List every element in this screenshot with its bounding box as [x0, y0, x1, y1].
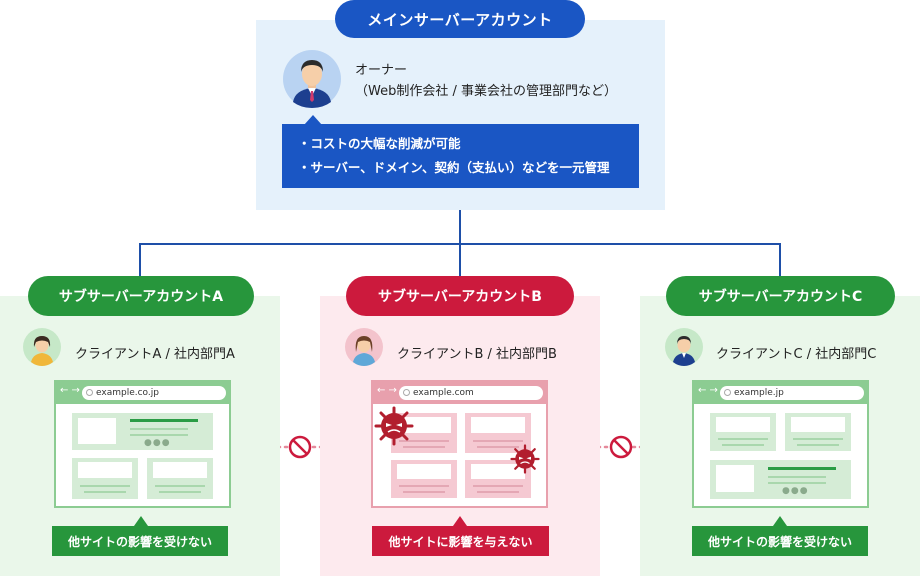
content-block	[391, 460, 457, 498]
note-c: 他サイトの影響を受けない	[692, 526, 868, 556]
owner-benefits-box: ・コストの大幅な削減が可能 ・サーバー、ドメイン、契約（支払い）などを一元管理	[282, 124, 639, 188]
content-block: ●●●	[710, 460, 851, 499]
browser-b-url: example.com	[413, 388, 474, 398]
note-a: 他サイトの影響を受けない	[52, 526, 228, 556]
note-a-pointer	[134, 516, 148, 526]
carousel-dots: ●●●	[782, 486, 809, 496]
content-block	[465, 413, 531, 453]
no-entry-icon	[288, 435, 312, 459]
client-a-name: クライアントA / 社内部門A	[75, 347, 235, 362]
content-block	[785, 413, 851, 451]
owner-avatar-icon	[283, 50, 341, 108]
owner-description: オーナー （Web制作会社 / 事業会社の管理部門など）	[355, 60, 617, 102]
browser-a-url: example.co.jp	[96, 388, 159, 398]
browser-b-url-bar: example.com	[399, 386, 543, 400]
browser-c-toolbar: ← → example.jp	[694, 382, 867, 404]
virus-icon	[374, 406, 414, 446]
browser-nav-arrows: ← →	[60, 385, 80, 396]
owner-box-pointer	[304, 115, 322, 125]
search-icon	[403, 389, 410, 396]
owner-examples: （Web制作会社 / 事業会社の管理部門など）	[355, 84, 617, 99]
benefit-cost-reduction: ・コストの大幅な削減が可能	[298, 136, 461, 151]
content-block: ●●●	[72, 413, 213, 450]
main-account-title: メインサーバーアカウント	[335, 0, 585, 38]
client-a-avatar-icon	[23, 328, 61, 366]
browser-c-url: example.jp	[734, 388, 784, 398]
virus-icon	[510, 444, 540, 474]
note-b-pointer	[453, 516, 467, 526]
benefit-central-management: ・サーバー、ドメイン、契約（支払い）などを一元管理	[298, 160, 610, 175]
browser-a-toolbar: ← → example.co.jp	[56, 382, 229, 404]
content-block	[710, 413, 776, 451]
browser-nav-arrows: ← →	[698, 385, 718, 396]
browser-c-url-bar: example.jp	[720, 386, 864, 400]
sub-account-a-title: サブサーバーアカウントA	[28, 276, 254, 316]
browser-c: ← → example.jp ●●●	[692, 380, 869, 508]
sub-account-b-title: サブサーバーアカウントB	[346, 276, 574, 316]
browser-nav-arrows: ← →	[377, 385, 397, 396]
browser-a: ← → example.co.jp ●●●	[54, 380, 231, 508]
note-c-pointer	[773, 516, 787, 526]
owner-label: オーナー	[355, 63, 408, 78]
client-b-name: クライアントB / 社内部門B	[397, 347, 557, 362]
note-b: 他サイトに影響を与えない	[372, 526, 549, 556]
browser-a-url-bar: example.co.jp	[82, 386, 226, 400]
browser-b-toolbar: ← → example.com	[373, 382, 546, 404]
no-entry-icon	[609, 435, 633, 459]
client-c-name: クライアントC / 社内部門C	[716, 347, 877, 362]
browser-b: ← → example.com	[371, 380, 548, 508]
client-c-avatar-icon	[665, 328, 703, 366]
search-icon	[724, 389, 731, 396]
client-b-avatar-icon	[345, 328, 383, 366]
content-block	[147, 458, 213, 499]
carousel-dots: ●●●	[144, 438, 171, 448]
search-icon	[86, 389, 93, 396]
content-block	[72, 458, 138, 499]
sub-account-c-title: サブサーバーアカウントC	[666, 276, 895, 316]
